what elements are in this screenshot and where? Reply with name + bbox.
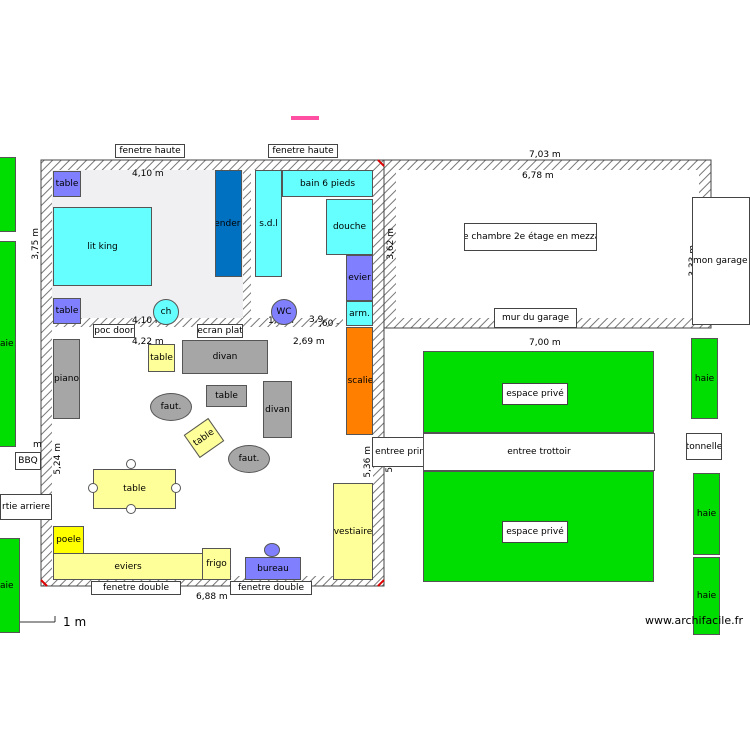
dining-table: table <box>93 469 176 509</box>
small-table: table <box>148 344 175 372</box>
dimension-label: 4,10 m <box>132 316 164 326</box>
dimension-label: ,60 - <box>319 319 340 329</box>
window-label: fenetre haute <box>268 144 338 158</box>
armchair: faut. <box>228 445 270 473</box>
toilet: WC <box>271 299 297 325</box>
piano: piano <box>53 339 80 419</box>
bbq-label: BBQ <box>15 452 41 470</box>
sidewalk-entrance: entree trottoir <box>423 433 655 471</box>
watermark: www.archifacile.fr <box>645 614 744 627</box>
dimension-label: 3,62 m <box>386 228 396 260</box>
dimension-label: 7,00 m <box>529 338 561 348</box>
hedge: haie <box>691 338 718 419</box>
desk: bureau <box>245 557 301 580</box>
shower: douche <box>326 199 373 255</box>
dimension-label: 4,10 m <box>132 169 164 179</box>
pocket-door-label: poc door <box>93 324 135 338</box>
scale-label: 1 m <box>63 615 87 629</box>
hedge: haie <box>693 557 720 635</box>
wardrobe: penderie <box>215 170 242 277</box>
sofa-horizontal: divan <box>182 340 268 374</box>
sofa-vertical: divan <box>263 381 292 438</box>
bathtub: bain 6 pieds <box>282 170 373 197</box>
window-label: fenetre double <box>230 581 312 595</box>
dimension-label: 6,78 m <box>522 171 554 181</box>
dimension-label: m <box>33 440 42 450</box>
arbor-label: tonnelle <box>686 433 722 460</box>
chair <box>126 504 136 514</box>
hedge-left: aie <box>0 538 20 633</box>
cabinet: arm. <box>346 301 373 326</box>
dimension-label: 2,69 m <box>293 337 325 347</box>
sinks-counter: eviers <box>53 553 203 580</box>
dimension-label: 7,03 m <box>529 150 561 160</box>
dimension-label: 5,24 m <box>53 443 63 475</box>
laundry: s.d.l <box>255 170 282 277</box>
dimension-label: 3,9 <box>309 315 324 325</box>
private-space-label: espace privé <box>502 521 568 543</box>
dimension-label: 3,75 m <box>31 228 41 260</box>
window-label: fenetre double <box>91 581 181 595</box>
armchair: faut. <box>150 393 192 421</box>
sink: evier <box>346 255 373 301</box>
mezzanine-label: future chambre 2e étage en mezzanine <box>464 223 597 251</box>
hedge-left <box>0 157 16 232</box>
stove: poele <box>53 526 84 554</box>
hedge: haie <box>693 473 720 555</box>
ch-fixture: ch <box>153 299 179 325</box>
coffee-table: table <box>206 385 247 407</box>
dimension-label: 4,22 m <box>132 337 164 347</box>
king-bed: lit king <box>53 207 152 286</box>
table-top-left: table <box>53 171 81 197</box>
chair <box>171 483 181 493</box>
pink-marker <box>291 116 319 120</box>
table-bottom-left: table <box>53 298 81 324</box>
dimension-label: 6,88 m <box>196 592 228 602</box>
hedge-left: aie <box>0 241 16 447</box>
coat-closet: vestiaire <box>333 483 373 580</box>
tv-label: ecran plat <box>197 324 243 338</box>
back-exit-label: rtie arriere <box>0 494 52 520</box>
fridge: frigo <box>202 548 231 580</box>
staircase: escalier <box>346 327 373 435</box>
window-label: fenetre haute <box>115 144 185 158</box>
garage-wall-label: mur du garage <box>494 308 577 328</box>
private-space-label: espace privé <box>502 383 568 405</box>
chair <box>88 483 98 493</box>
office-chair <box>264 543 280 557</box>
chair <box>126 459 136 469</box>
garage-door-label: mon garage en de <box>692 197 750 325</box>
